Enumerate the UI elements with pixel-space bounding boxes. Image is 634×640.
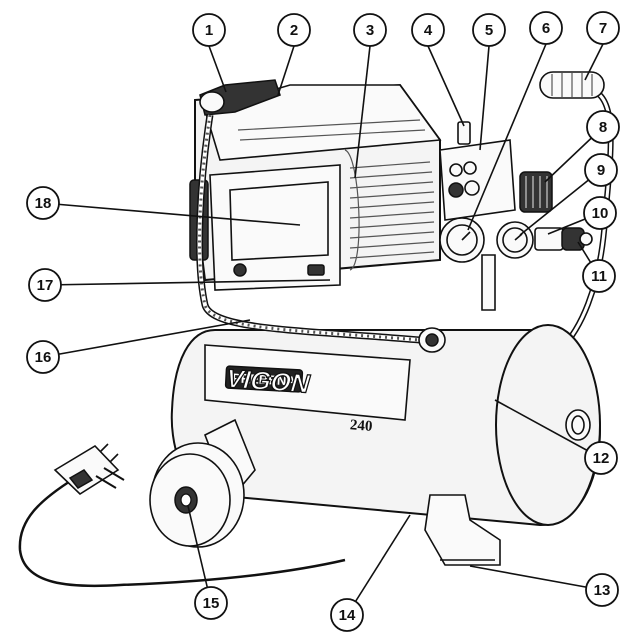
svg-text:16: 16 bbox=[35, 349, 52, 366]
callout-15: 15 bbox=[194, 586, 228, 620]
svg-text:3: 3 bbox=[366, 22, 374, 39]
callout-13: 13 bbox=[585, 573, 619, 607]
outlet-pressure-gauge bbox=[496, 221, 534, 259]
svg-text:4: 4 bbox=[424, 22, 433, 39]
callout-18: 18 bbox=[26, 186, 60, 220]
leader-lines bbox=[42, 43, 604, 616]
pressure-hose bbox=[196, 114, 446, 353]
brand-badge-text: PREBENA bbox=[232, 370, 297, 388]
callout-14: 14 bbox=[330, 598, 364, 632]
svg-text:6: 6 bbox=[542, 20, 550, 37]
svg-text:17: 17 bbox=[37, 277, 54, 294]
svg-text:12: 12 bbox=[593, 450, 610, 467]
callout-10: 10 bbox=[583, 196, 617, 230]
callout-6: 6 bbox=[529, 11, 563, 45]
power-cord bbox=[18, 476, 346, 588]
svg-text:9: 9 bbox=[597, 162, 605, 179]
svg-text:8: 8 bbox=[599, 119, 607, 136]
svg-text:2: 2 bbox=[290, 22, 298, 39]
callout-16: 16 bbox=[26, 340, 60, 374]
pressure-regulator bbox=[519, 171, 553, 213]
rubber-foot bbox=[424, 494, 501, 566]
callout-8: 8 bbox=[586, 110, 620, 144]
callout-3: 3 bbox=[353, 13, 387, 47]
quick-coupling bbox=[534, 227, 593, 251]
callout-2: 2 bbox=[277, 13, 311, 47]
svg-text:7: 7 bbox=[599, 20, 607, 37]
pressure-switch bbox=[439, 121, 516, 221]
callout-17: 17 bbox=[28, 268, 62, 302]
svg-text:5: 5 bbox=[485, 22, 493, 39]
wheel bbox=[149, 442, 245, 548]
callout-9: 9 bbox=[584, 153, 618, 187]
air-filter bbox=[199, 79, 281, 116]
svg-text:1: 1 bbox=[205, 22, 213, 39]
callout-5: 5 bbox=[472, 13, 506, 47]
tank-pressure-gauge bbox=[439, 217, 496, 311]
brand-model-text: VIGON bbox=[222, 364, 314, 399]
brand-model-number: 240 bbox=[349, 417, 373, 435]
callout-7: 7 bbox=[586, 11, 620, 45]
svg-text:11: 11 bbox=[591, 268, 607, 285]
svg-text:18: 18 bbox=[35, 195, 52, 212]
callout-11: 11 bbox=[582, 259, 616, 293]
callout-12: 12 bbox=[584, 441, 618, 475]
power-plug bbox=[53, 443, 125, 496]
svg-text:10: 10 bbox=[592, 205, 609, 222]
callout-1: 1 bbox=[192, 13, 226, 47]
svg-text:14: 14 bbox=[339, 607, 356, 624]
callout-4: 4 bbox=[411, 13, 445, 47]
brand-panel: PREBENA VIGON 240 bbox=[204, 344, 411, 435]
svg-text:13: 13 bbox=[594, 582, 611, 599]
svg-text:15: 15 bbox=[203, 595, 220, 612]
